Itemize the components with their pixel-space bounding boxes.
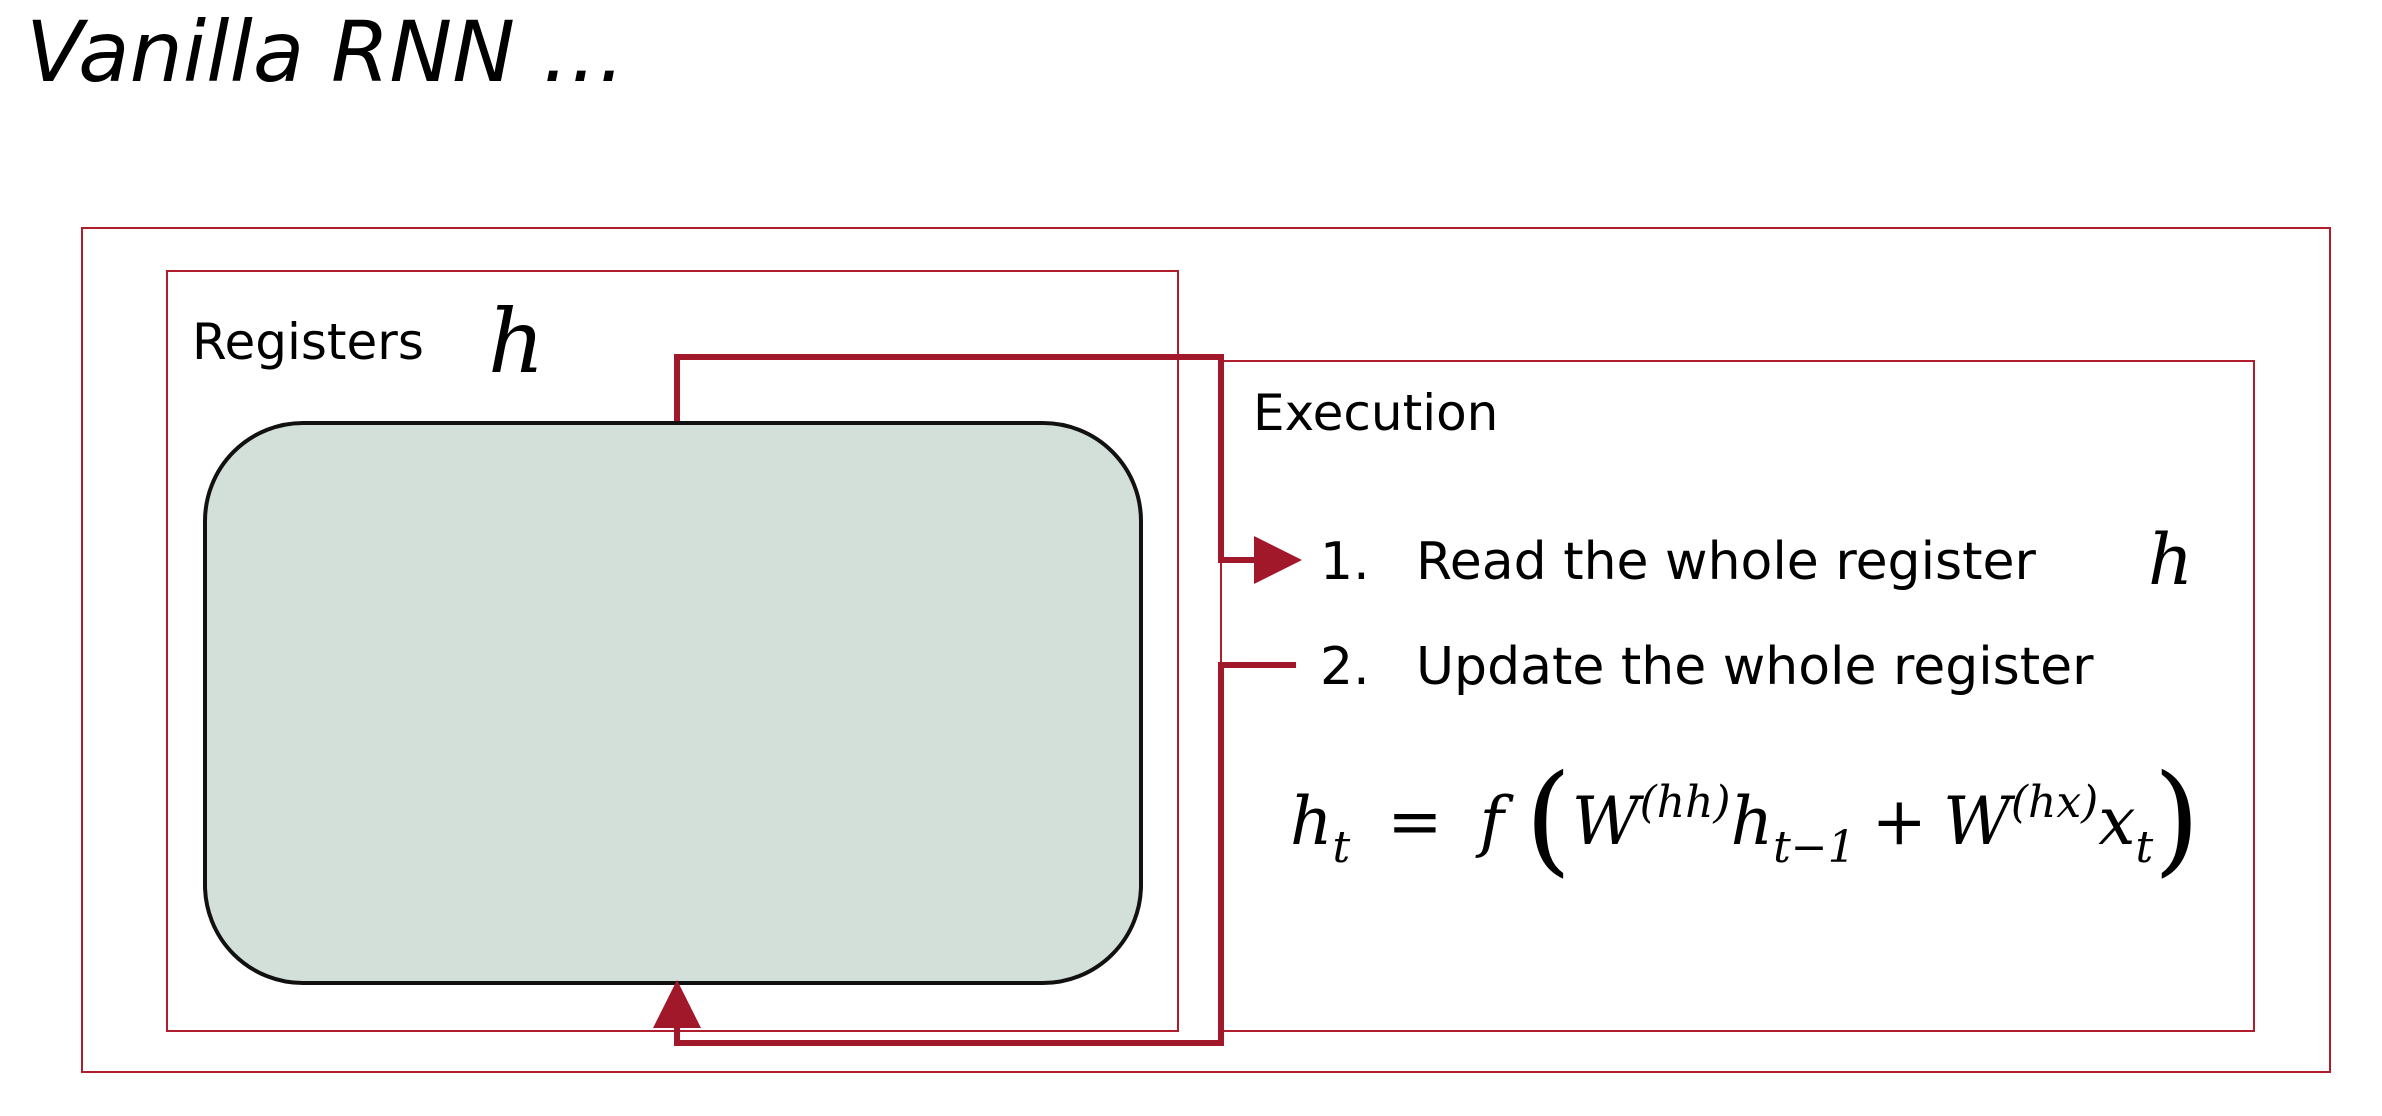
registers-symbol: h <box>488 290 545 393</box>
step-text: Read the whole register <box>1416 532 2036 592</box>
eq-term1-sub: t−1 <box>1773 822 1856 874</box>
step-text: Update the whole register <box>1416 637 2094 697</box>
eq-w1: W <box>1571 783 1640 860</box>
eq-close-paren: ) <box>2153 750 2201 889</box>
registers-label: Registers <box>192 313 424 371</box>
eq-lhs: h <box>1290 783 1333 860</box>
eq-open-paren: ( <box>1524 750 1572 889</box>
rnn-outer-frame <box>81 227 2331 1073</box>
eq-func: f <box>1479 783 1504 860</box>
execution-label: Execution <box>1253 384 1499 442</box>
eq-plus: + <box>1871 783 1927 860</box>
eq-w2-sup: (hx) <box>2010 777 2099 828</box>
rnn-update-equation: ht = f (W(hh)ht−1+W(hx)xt) <box>1290 752 2200 899</box>
step-read-symbol: h <box>2148 519 2194 601</box>
eq-w2: W <box>1942 783 2011 860</box>
eq-term2-sub: t <box>2135 822 2154 874</box>
eq-lhs-sub: t <box>1332 822 1351 874</box>
hidden-state-register <box>203 421 1143 985</box>
eq-w1-sup: (hh) <box>1639 777 1731 828</box>
execution-step-update: 2. Update the whole register <box>1320 635 2094 699</box>
registers-frame <box>166 270 1179 1032</box>
step-number: 1. <box>1320 532 1370 592</box>
eq-term2: x <box>2098 783 2136 860</box>
execution-step-read: 1. Read the whole register <box>1320 530 2036 594</box>
slide-title: Vanilla RNN … <box>26 3 626 101</box>
eq-term1: h <box>1730 783 1774 860</box>
eq-equals: = <box>1387 783 1443 860</box>
step-number: 2. <box>1320 637 1370 697</box>
